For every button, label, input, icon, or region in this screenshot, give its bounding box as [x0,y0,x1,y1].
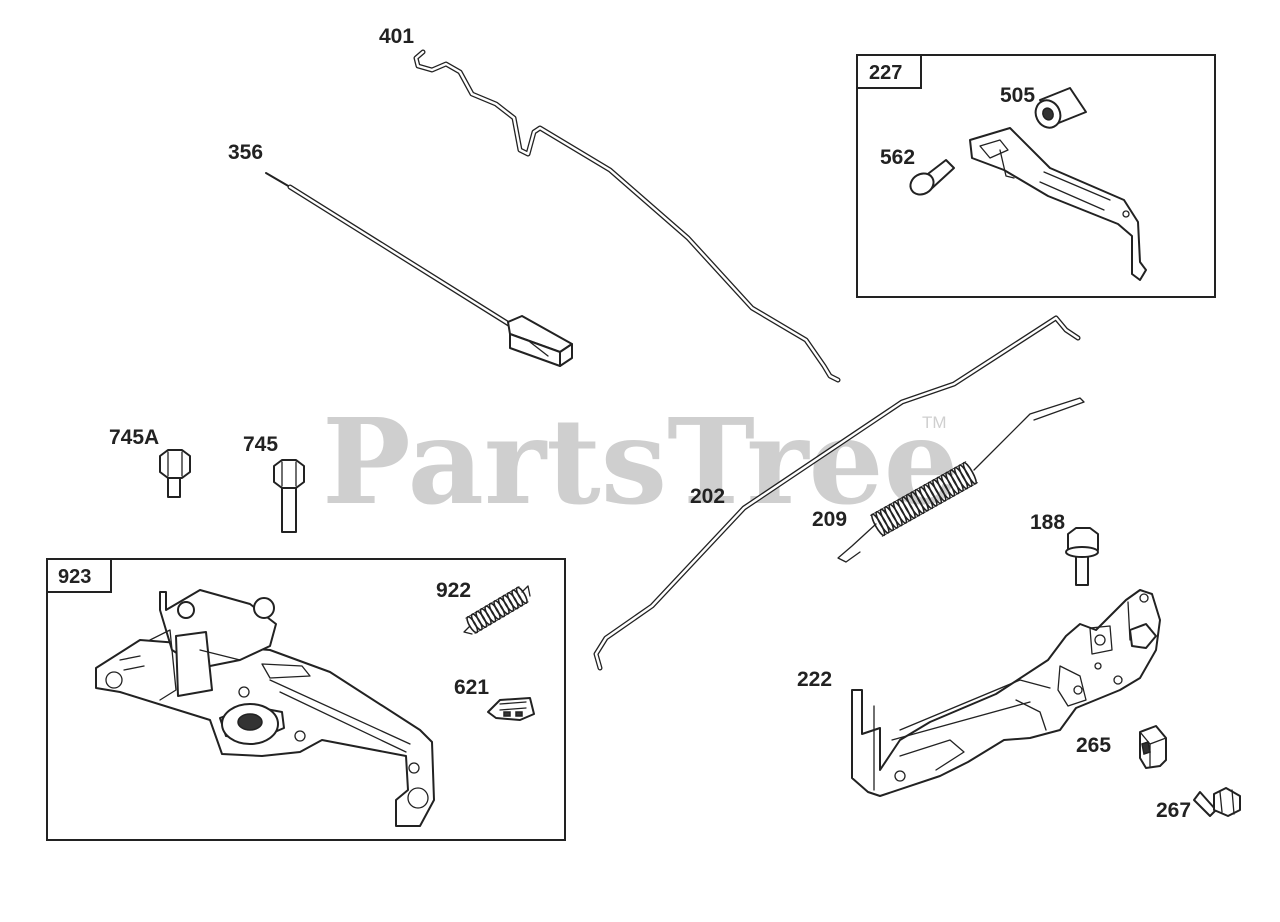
part-188-bolt[interactable] [1065,527,1099,586]
callout-265: 265 [1076,734,1111,757]
part-202-rod[interactable] [593,315,1081,671]
box-227-label: 227 [869,62,902,84]
spring-rail [881,482,979,537]
part-227-lever[interactable] [969,127,1147,281]
callout-188: 188 [1030,511,1065,534]
part-745-bolt[interactable] [273,459,305,533]
callout-267: 267 [1156,799,1191,822]
part-562-pin[interactable] [907,159,955,199]
part-923-control-bracket[interactable] [95,589,435,827]
part-621-clip[interactable] [487,697,535,721]
spring-coil [958,464,973,488]
callout-505: 505 [1000,84,1035,107]
box-923: 923 [46,558,566,841]
part-209-spring[interactable] [837,397,1085,563]
box-227: 227 [856,54,1216,298]
callout-922: 922 [436,579,471,602]
spring-rail [869,461,967,516]
part-505-spacer[interactable] [1031,87,1087,132]
callout-745a: 745A [109,426,159,449]
part-222-bracket[interactable] [851,589,1161,797]
callout-222: 222 [797,668,832,691]
spring-rail [465,585,520,619]
callout-745: 745 [243,433,278,456]
callout-562: 562 [880,146,915,169]
part-356-cable[interactable] [265,172,573,367]
part-265-block[interactable] [1139,725,1167,769]
part-267-screw[interactable] [1193,787,1241,817]
callout-356: 356 [228,141,263,164]
watermark-trademark: TM [922,413,947,432]
callout-209: 209 [812,508,847,531]
spring-rail [474,601,529,635]
box-923-label: 923 [58,566,91,588]
watermark-text: PartsTree [322,392,959,531]
part-401-link-rod[interactable] [413,49,841,383]
callout-621: 621 [454,676,489,699]
callout-401: 401 [379,25,414,48]
callout-202: 202 [690,485,725,508]
part-922-spring[interactable] [463,585,531,635]
spring-coil [962,461,977,485]
part-745a-bolt[interactable] [159,449,191,498]
